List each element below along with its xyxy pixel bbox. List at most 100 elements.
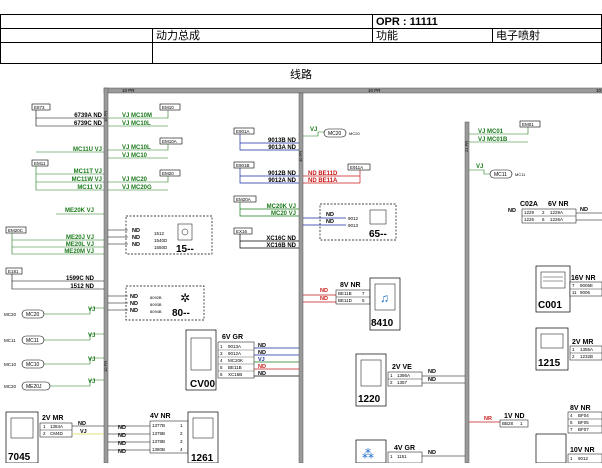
svg-text:1: 1 (180, 423, 183, 428)
wire-label: MC11U VJ (73, 147, 102, 153)
svg-text:MC20: MC20 (349, 131, 360, 136)
svg-text:VJ: VJ (88, 307, 95, 313)
svg-text:7045: 7045 (8, 452, 31, 463)
svg-text:VJ: VJ (88, 379, 95, 385)
svg-text:2: 2 (390, 380, 393, 385)
function-label: 功能 (372, 28, 493, 43)
svg-text:ND: ND (78, 421, 86, 427)
block-e873: E873 6739A ND 6739C ND EM10 VJ MC10M VJ … (31, 103, 181, 127)
svg-text:2: 2 (43, 431, 46, 436)
svg-text:1540D: 1540D (154, 238, 168, 243)
wiring-diagram: 10 PR 10 PR 10 10 PR 10 PR 40 PR 21 PR E… (0, 82, 602, 464)
svg-text:7: 7 (570, 427, 573, 432)
wire-label: 1599C ND (66, 276, 95, 282)
svg-text:2: 2 (180, 431, 183, 436)
bus-label-right: 10 (596, 88, 602, 93)
svg-text:7: 7 (572, 283, 575, 288)
svg-text:MC10: MC10 (4, 362, 17, 367)
svg-text:MC20 VJ: MC20 VJ (271, 211, 296, 217)
block-box-label: EM10A (162, 139, 177, 144)
svg-text:8V NR: 8V NR (570, 405, 591, 412)
svg-text:ND: ND (508, 208, 516, 214)
svg-text:9006E: 9006E (580, 283, 593, 288)
header-cell (0, 28, 153, 43)
block-box-label: EM20 (162, 171, 174, 176)
svg-text:1550D: 1550D (154, 245, 168, 250)
wiring-svg: 10 PR 10 PR 10 10 PR 10 PR 40 PR 21 PR E… (4, 87, 602, 464)
svg-text:ND: ND (118, 433, 126, 439)
wire-label: ME20J VJ (66, 235, 94, 241)
svg-text:9013: 9013 (348, 223, 359, 228)
svg-text:VJ: VJ (258, 357, 265, 363)
svg-text:2: 2 (572, 354, 575, 359)
svg-text:CV00: CV00 (190, 379, 215, 390)
svg-text:ND: ND (580, 207, 588, 213)
svg-text:1226: 1226 (524, 217, 535, 222)
connector-1vnd: NR 1V ND BB28 1 (469, 413, 529, 428)
svg-text:9012: 9012 (578, 456, 589, 461)
block-box-label: E873 (34, 105, 45, 110)
svg-text:8094B: 8094B (150, 309, 162, 314)
wire-label: ME20L VJ (66, 242, 94, 248)
svg-text:4V NR: 4V NR (150, 413, 171, 420)
block-e181: E181 1599C ND 1512 ND (5, 267, 104, 290)
svg-text:6: 6 (542, 217, 545, 222)
bus-label-mid: 10 PR (368, 88, 381, 93)
svg-text:E901A: E901A (236, 129, 250, 134)
svg-text:80--: 80-- (172, 308, 190, 319)
svg-text:6V GR: 6V GR (222, 334, 243, 341)
svg-text:VJ: VJ (80, 429, 87, 435)
svg-text:1512: 1512 (154, 231, 165, 236)
svg-text:NR: NR (484, 416, 492, 422)
top-bus-bar (103, 87, 602, 94)
svg-text:3: 3 (180, 439, 183, 444)
svg-text:7: 7 (362, 291, 365, 296)
connector-1220: 1220 2V VE 1 1386A 2 1357 ND ND (355, 353, 465, 407)
connector-15: ND ND ND 1512 1540D 1550D 15-- (108, 215, 213, 255)
bus-label-left: 10 PR (122, 88, 135, 93)
block-ex16: EX16 XC16C ND XC16B ND (233, 227, 299, 249)
svg-text:2V MR: 2V MR (42, 415, 63, 422)
svg-text:1226A: 1226A (550, 217, 563, 222)
svg-text:2: 2 (542, 210, 545, 215)
svg-text:2V MR: 2V MR (572, 339, 593, 346)
svg-text:MC20: MC20 (26, 312, 40, 318)
wire-label: VJ MC10L (122, 121, 151, 127)
connector-8vnr: 8V NR 4 BF04 5 BF05 7 BF07 (567, 405, 602, 434)
svg-text:1151: 1151 (397, 454, 407, 459)
svg-text:MC20: MC20 (328, 131, 342, 137)
wire-label: VJ MC10 (122, 153, 148, 159)
connector-7045: 7045 2V MR 1 1384A 2 CM4D ND VJ (5, 411, 104, 464)
header-cell (0, 14, 373, 29)
connector-mc11: MC11 MC11 VJ (4, 333, 104, 345)
left-connectors: MC20 MC20 VJ MC11 MC11 VJ MC10 MC10 VJ M… (4, 307, 104, 391)
svg-text:ME20J: ME20J (26, 384, 42, 390)
svg-text:1232B: 1232B (580, 354, 593, 359)
connector-mc20: MC20 MC20 VJ (4, 307, 104, 319)
svg-text:VJ MC01B: VJ MC01B (478, 137, 508, 143)
svg-text:1380B: 1380B (152, 447, 165, 452)
cv00-wire: BE11B (228, 365, 242, 370)
svg-text:BF04: BF04 (578, 413, 589, 418)
svg-text:MC20: MC20 (4, 312, 17, 317)
svg-text:ND: ND (118, 425, 126, 431)
connector-mc20-top: VJ MC20 MC20 (303, 127, 360, 138)
svg-text:1355A: 1355A (580, 347, 593, 352)
connector-65: ND ND 9012 9013 65-- (303, 203, 397, 241)
wire-label: VJ MC10L (122, 145, 151, 151)
svg-text:1229A: 1229A (550, 210, 563, 215)
svg-text:1261: 1261 (191, 453, 214, 463)
svg-text:MC10: MC10 (26, 362, 40, 368)
connector-1215: 1215 2V MR 1 1355A 2 1232B (535, 327, 602, 371)
svg-text:C02A: C02A (520, 201, 538, 208)
svg-text:ND: ND (132, 228, 140, 234)
connector-mc10: MC10 MC10 VJ (4, 357, 104, 369)
connector-8410: ND ND 8V NR BE11B 7 BE11D 5 ♫ 8410 (303, 277, 401, 331)
block-me20: ME20K VJ EM20C ME20J VJ ME20L VJ ME20M V… (5, 208, 104, 255)
svg-text:BE11B: BE11B (338, 291, 352, 296)
cv00-wire: XC16B (228, 372, 242, 377)
svg-text:VJ: VJ (476, 164, 483, 170)
wire-label: ME20K VJ (65, 208, 94, 214)
cv00-wire: 9013A (228, 344, 241, 349)
sensor-icon (181, 228, 189, 236)
